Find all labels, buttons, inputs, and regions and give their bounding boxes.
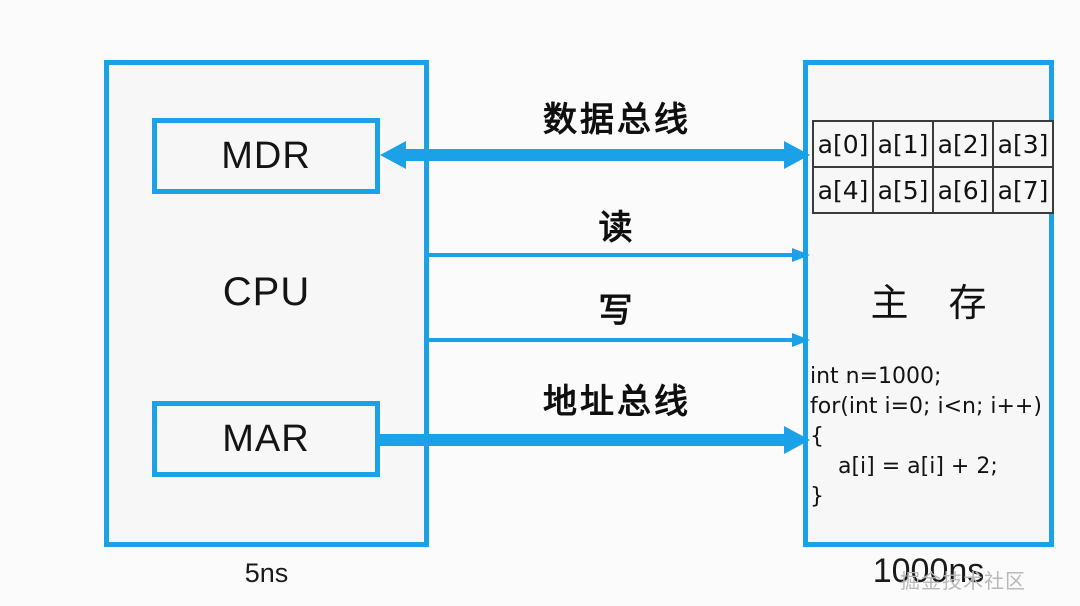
memory-cell: a[1] bbox=[872, 120, 934, 168]
memory-cell: a[5] bbox=[872, 166, 934, 214]
mdr-label: MDR bbox=[221, 135, 311, 177]
write-line-label: 写 bbox=[598, 291, 636, 331]
data-bus-label: 数据总线 bbox=[543, 100, 691, 140]
code-snippet: int n=1000; for(int i=0; i<n; i++) { a[i… bbox=[810, 364, 1042, 509]
address-bus-label: 地址总线 bbox=[543, 382, 691, 422]
data-bus-arrow bbox=[380, 141, 810, 169]
memory-cell: a[6] bbox=[932, 166, 994, 214]
cpu-label: CPU bbox=[222, 270, 311, 314]
memory-cell: a[7] bbox=[992, 166, 1054, 214]
write-line-arrow bbox=[428, 333, 810, 347]
memory-cell: a[3] bbox=[992, 120, 1054, 168]
read-line-arrow bbox=[428, 248, 810, 262]
table-row: a[4] a[5] a[6] a[7] bbox=[812, 166, 1054, 214]
memory-cell: a[4] bbox=[812, 166, 874, 214]
table-row: a[0] a[1] a[2] a[3] bbox=[812, 120, 1054, 168]
mar-register-box: MAR bbox=[152, 401, 380, 477]
memory-timing-label: 1000ns bbox=[872, 552, 985, 590]
memory-cell: a[2] bbox=[932, 120, 994, 168]
memory-array-table: a[0] a[1] a[2] a[3] a[4] a[5] a[6] a[7] bbox=[812, 120, 1054, 214]
read-line-label: 读 bbox=[598, 208, 636, 248]
main-memory-label: 主 存 bbox=[870, 281, 1001, 325]
mdr-register-box: MDR bbox=[152, 118, 380, 194]
mar-label: MAR bbox=[222, 418, 310, 460]
address-bus-arrow bbox=[380, 426, 810, 454]
cpu-timing-label: 5ns bbox=[244, 558, 289, 588]
memory-cell: a[0] bbox=[812, 120, 874, 168]
